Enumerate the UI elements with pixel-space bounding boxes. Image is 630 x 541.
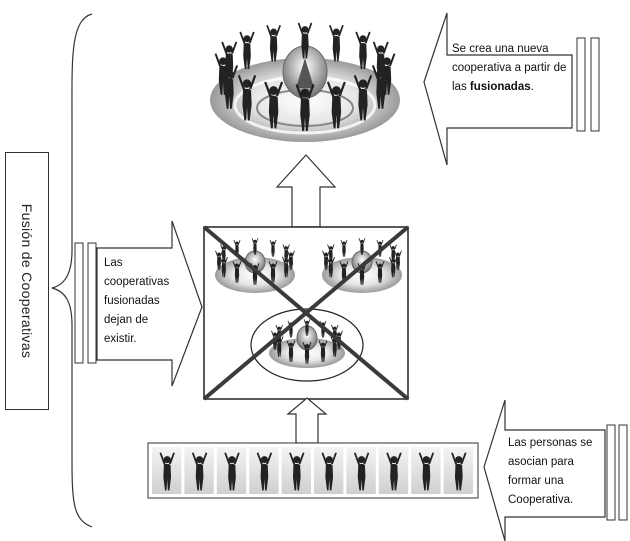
new-cooperative-illustration xyxy=(210,22,400,142)
ring-person-figure xyxy=(251,238,259,255)
callout-top-bold-word: fusionadas xyxy=(469,81,531,93)
ring-person-figure xyxy=(329,25,344,62)
grouping-brace xyxy=(51,13,93,528)
person-figure xyxy=(418,452,435,491)
ring-person-figure xyxy=(295,84,315,132)
ring-person-figure xyxy=(237,75,257,121)
person-figure xyxy=(321,452,337,491)
ring-person-figure xyxy=(215,250,223,270)
ring-person-figure xyxy=(394,250,402,270)
ring-person-figure xyxy=(339,261,349,283)
ring-person-figure xyxy=(239,31,255,70)
ring-person-figure xyxy=(287,250,295,270)
callout-bottom-text: Las personas se asocian para formar una … xyxy=(508,437,593,506)
callout-middle-text: Las cooperativas fusionadas dejan de exi… xyxy=(104,257,170,345)
person-figure xyxy=(289,452,305,491)
ring-person-figure xyxy=(303,319,311,336)
ring-person-figure xyxy=(297,22,313,59)
ring-person-figure xyxy=(375,261,385,283)
person-figure xyxy=(451,452,467,491)
up-arrow-to-new-cooperative xyxy=(275,154,337,228)
person-figure xyxy=(191,452,208,491)
ring-person-figure xyxy=(282,244,290,263)
person-figure xyxy=(224,452,240,491)
person-figure xyxy=(386,452,402,491)
ring-person-figure xyxy=(221,41,238,81)
ring-person-figure xyxy=(233,239,241,257)
ring-person-figure xyxy=(326,81,346,129)
callout-bottom-right-text: Las personas se asocian para formar una … xyxy=(508,434,604,510)
ring-person-figure xyxy=(232,261,242,283)
ring-person-figure xyxy=(327,244,335,263)
ring-person-figure xyxy=(269,239,277,257)
ring-person-figure xyxy=(355,31,371,70)
ring-person-figure xyxy=(318,340,328,362)
callout-middle-left-text: Las cooperativas fusionadas dejan de exi… xyxy=(104,254,172,349)
ring-person-figure xyxy=(266,25,281,62)
ring-person-figure xyxy=(268,261,278,283)
ring-person-figure xyxy=(302,342,312,364)
ring-person-figure xyxy=(372,41,389,81)
callout-arrow-top-right xyxy=(423,12,600,166)
cross-line-2 xyxy=(202,225,410,401)
person-figure xyxy=(256,452,273,491)
callout-top-text-end: . xyxy=(530,81,534,93)
ring-person-figure xyxy=(286,340,296,362)
ring-person-figure xyxy=(331,324,339,343)
callout-top-right-text: Se crea una nueva cooperativa a partir d… xyxy=(452,40,570,97)
ring-person-figure xyxy=(264,81,284,129)
ring-person-figure xyxy=(389,244,397,263)
ring-person-figure xyxy=(322,250,330,270)
callout-arrow-middle-left xyxy=(74,220,203,387)
ring-person-figure xyxy=(353,75,373,121)
callout-top-text-part: Se crea una nueva cooperativa a partir d… xyxy=(452,43,567,93)
small-group-left xyxy=(215,238,295,293)
person-figure xyxy=(353,452,370,491)
ring-person-figure xyxy=(340,239,348,257)
callout-arrow-bottom-right xyxy=(483,399,628,541)
ring-person-figure xyxy=(358,238,366,255)
title-box: Fusión de Cooperativas xyxy=(5,152,49,410)
up-arrow-to-merged-box xyxy=(286,397,328,444)
people-row xyxy=(147,442,479,499)
merged-cooperatives-box xyxy=(202,225,410,401)
person-figure xyxy=(159,452,175,491)
